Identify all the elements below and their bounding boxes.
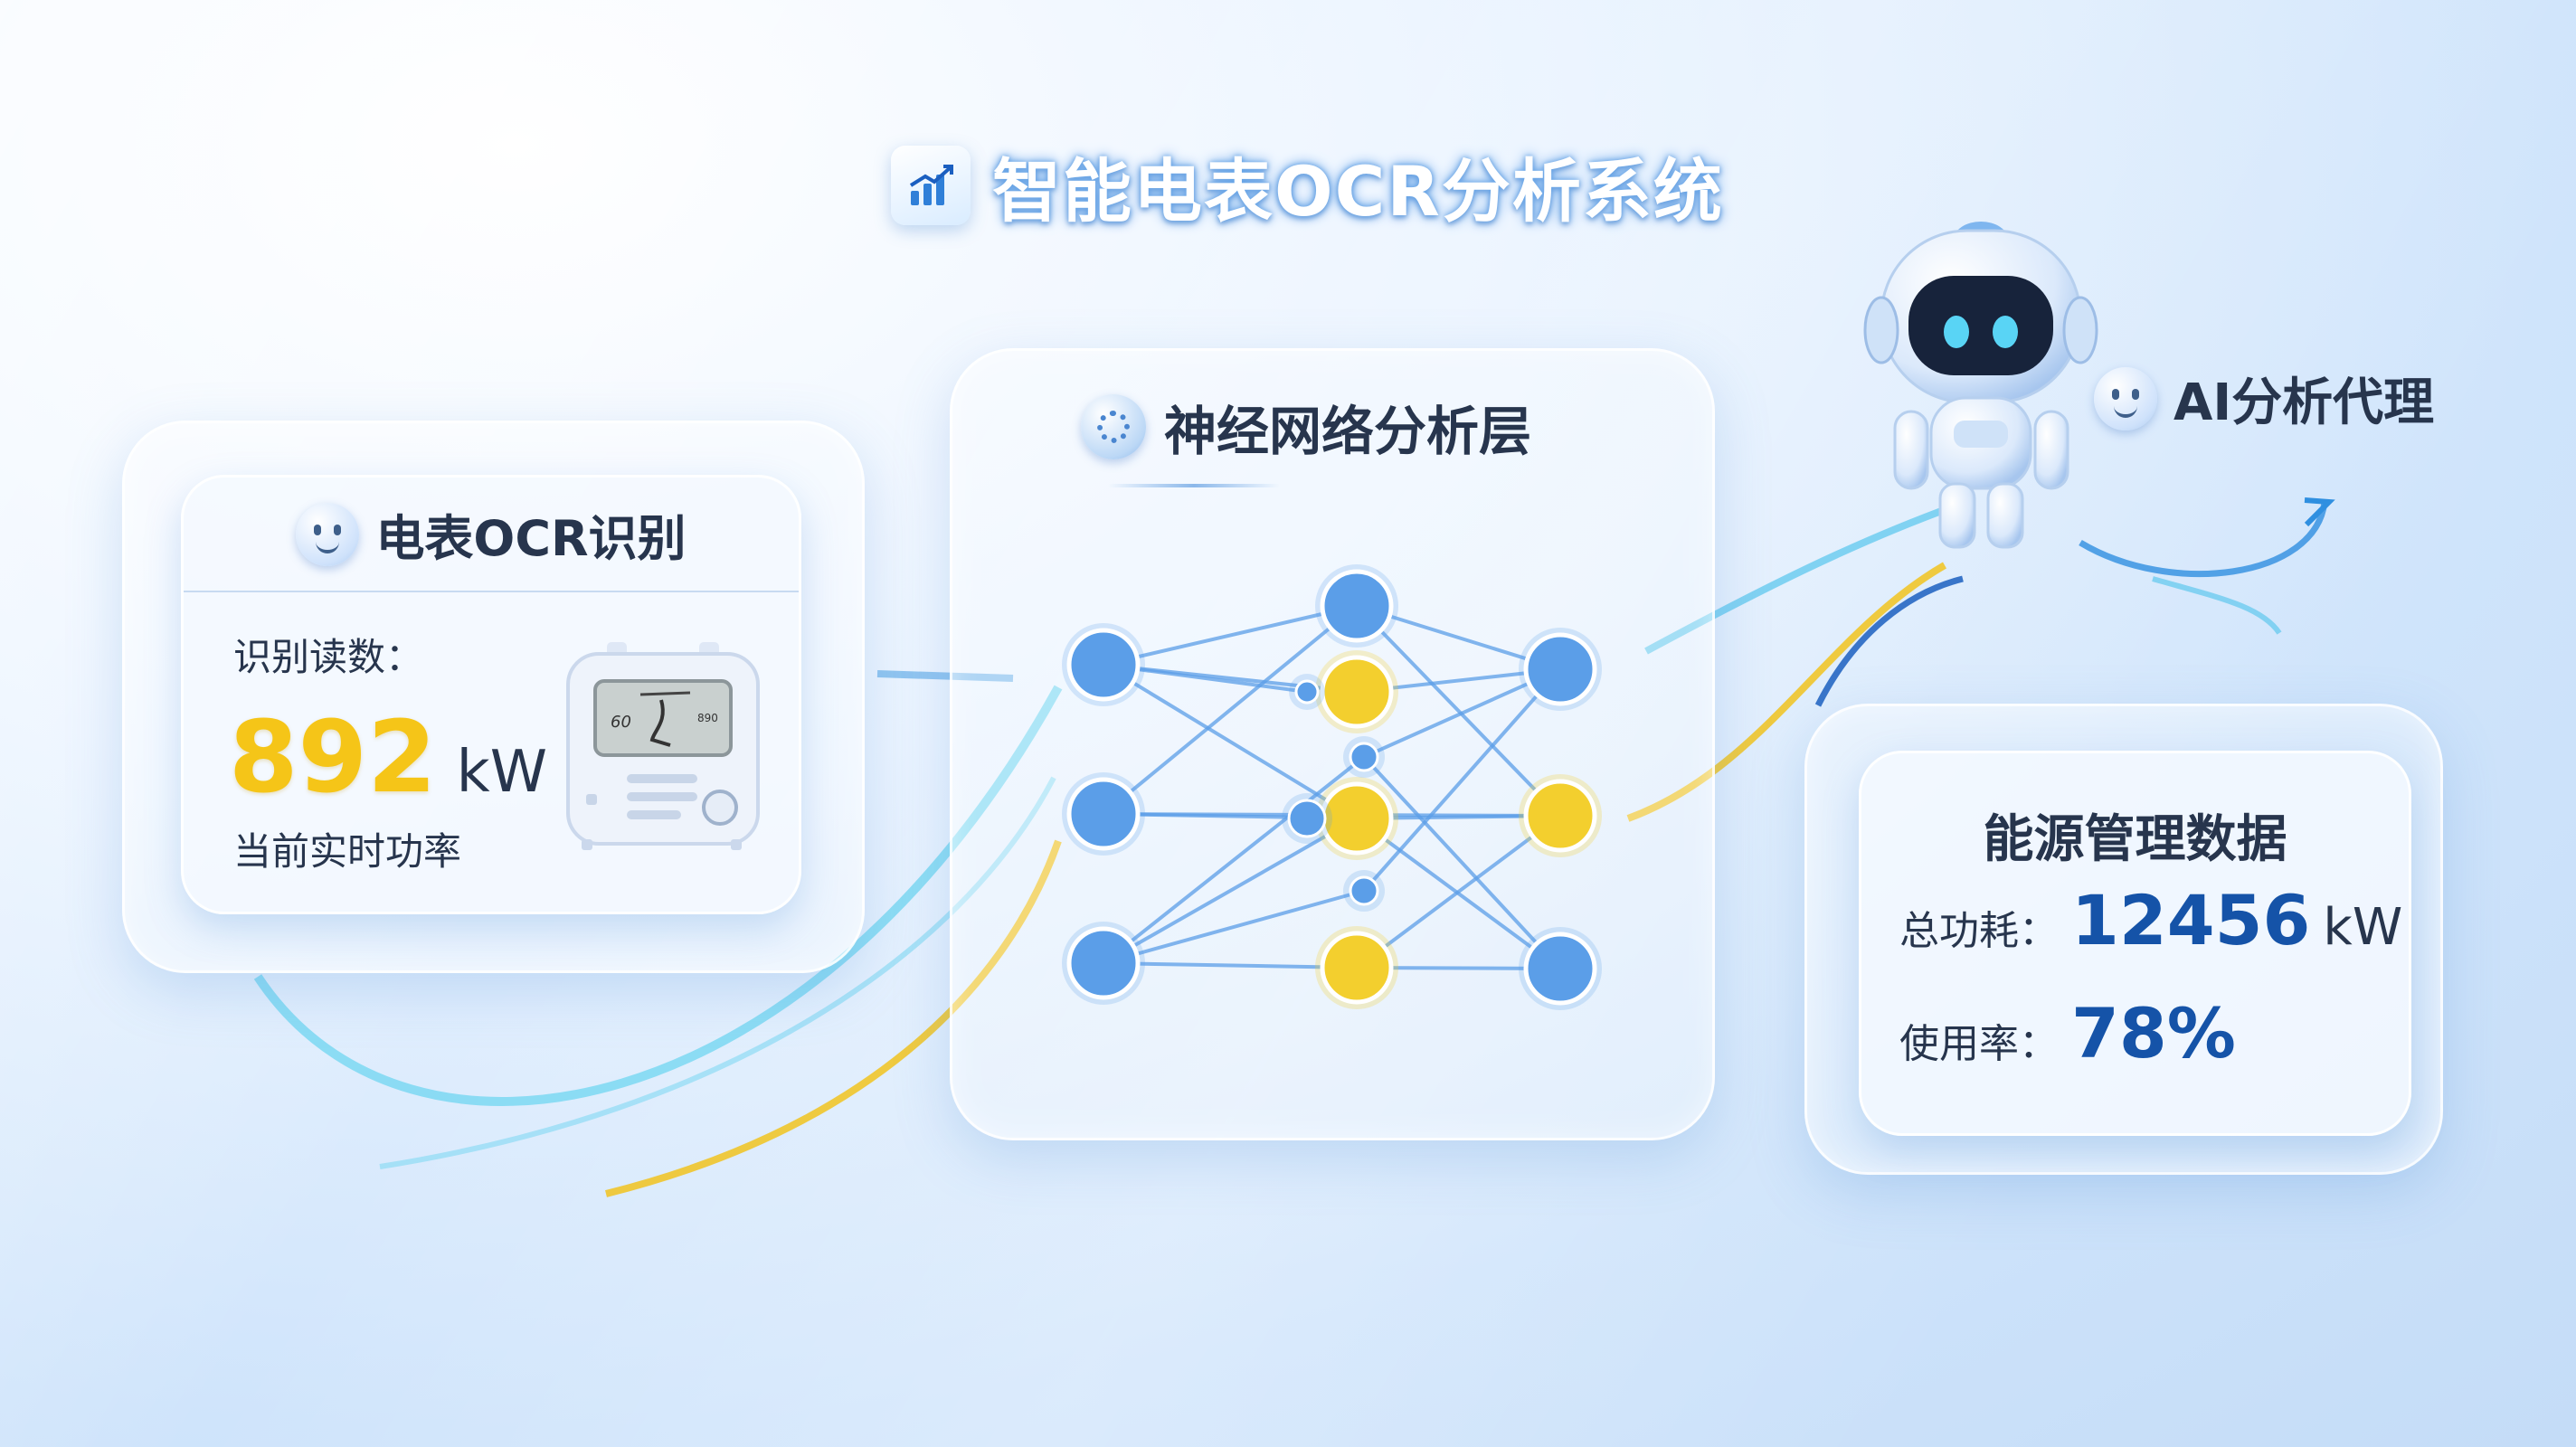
- ocr-card: 电表OCR识别 识别读数： 892 kW 当前实时功率 60 890: [181, 475, 801, 914]
- robot-icon: [1863, 222, 2098, 549]
- network-edge: [1102, 755, 1366, 965]
- network-node-blue: [1349, 875, 1379, 906]
- network-node-blue: [1523, 632, 1597, 706]
- network-edge: [1103, 889, 1365, 965]
- agent-label: AI分析代理: [2094, 362, 2434, 435]
- network-node-blue: [1320, 569, 1394, 643]
- network-node-blue: [1294, 679, 1320, 705]
- network-edge: [1103, 604, 1358, 667]
- network-edge: [1103, 817, 1358, 965]
- network-node-blue: [1066, 628, 1141, 702]
- meter-display-right: 890: [697, 712, 718, 724]
- neural-layer-header: 神经网络分析层: [1081, 389, 1531, 465]
- network-edge: [1102, 604, 1359, 816]
- reading-value: 892: [229, 699, 437, 815]
- usage-rate-row: 使用率： 78%: [1899, 993, 2236, 1073]
- network-node-blue: [1066, 777, 1141, 851]
- network-node-blue: [1523, 932, 1597, 1006]
- total-power-unit: kW: [2323, 898, 2403, 957]
- network-node-yellow: [1320, 655, 1394, 729]
- network-node-blue: [1349, 742, 1379, 772]
- agent-label-text: AI分析代理: [2174, 374, 2435, 432]
- network-icon: [1081, 394, 1146, 459]
- meter-display-left: 60: [611, 713, 631, 732]
- page-title: 智能电表OCR分析系统: [992, 151, 1724, 232]
- network-edge: [1103, 961, 1358, 969]
- total-power-label: 总功耗：: [1899, 908, 2059, 954]
- neural-layer-title: 神经网络分析层: [1164, 401, 1532, 462]
- network-edge: [1355, 604, 1562, 818]
- network-node-blue: [1066, 926, 1141, 1000]
- network-node-yellow: [1320, 781, 1394, 856]
- ocr-card-header: 电表OCR识别: [184, 478, 799, 592]
- network-node-yellow: [1320, 931, 1394, 1005]
- energy-card-title: 能源管理数据: [1983, 810, 2287, 869]
- reading-label: 识别读数：: [233, 635, 424, 679]
- reading-subtitle: 当前实时功率: [233, 829, 462, 874]
- bar-chart-icon: [891, 146, 971, 225]
- network-node-blue: [1287, 799, 1327, 838]
- neural-network-graph: [1062, 564, 1602, 1010]
- energy-card: 能源管理数据 总功耗： 12456 kW 使用率： 78%: [1859, 751, 2411, 1136]
- network-edge: [1362, 667, 1562, 893]
- electric-meter-icon: 60 890: [566, 642, 760, 850]
- usage-rate-label: 使用率：: [1899, 1021, 2059, 1067]
- header: 智能电表OCR分析系统: [891, 136, 1724, 235]
- smiley-icon: [2094, 366, 2157, 430]
- network-edge: [1362, 755, 1562, 970]
- neural-layer-card: [950, 348, 1715, 1140]
- neural-layer-underline: [1108, 484, 1280, 487]
- total-power-value: 12456: [2071, 880, 2311, 960]
- network-node-yellow: [1523, 779, 1597, 853]
- ocr-card-title: 电表OCR识别: [375, 510, 687, 567]
- total-power-row: 总功耗： 12456 kW: [1899, 880, 2402, 960]
- network-edge: [1102, 663, 1359, 820]
- reading-unit: kW: [456, 739, 547, 806]
- smiley-icon: [296, 502, 360, 566]
- network-edge: [1355, 814, 1562, 969]
- reading-display: 892 kW: [229, 699, 547, 815]
- usage-rate-value: 78%: [2071, 993, 2236, 1073]
